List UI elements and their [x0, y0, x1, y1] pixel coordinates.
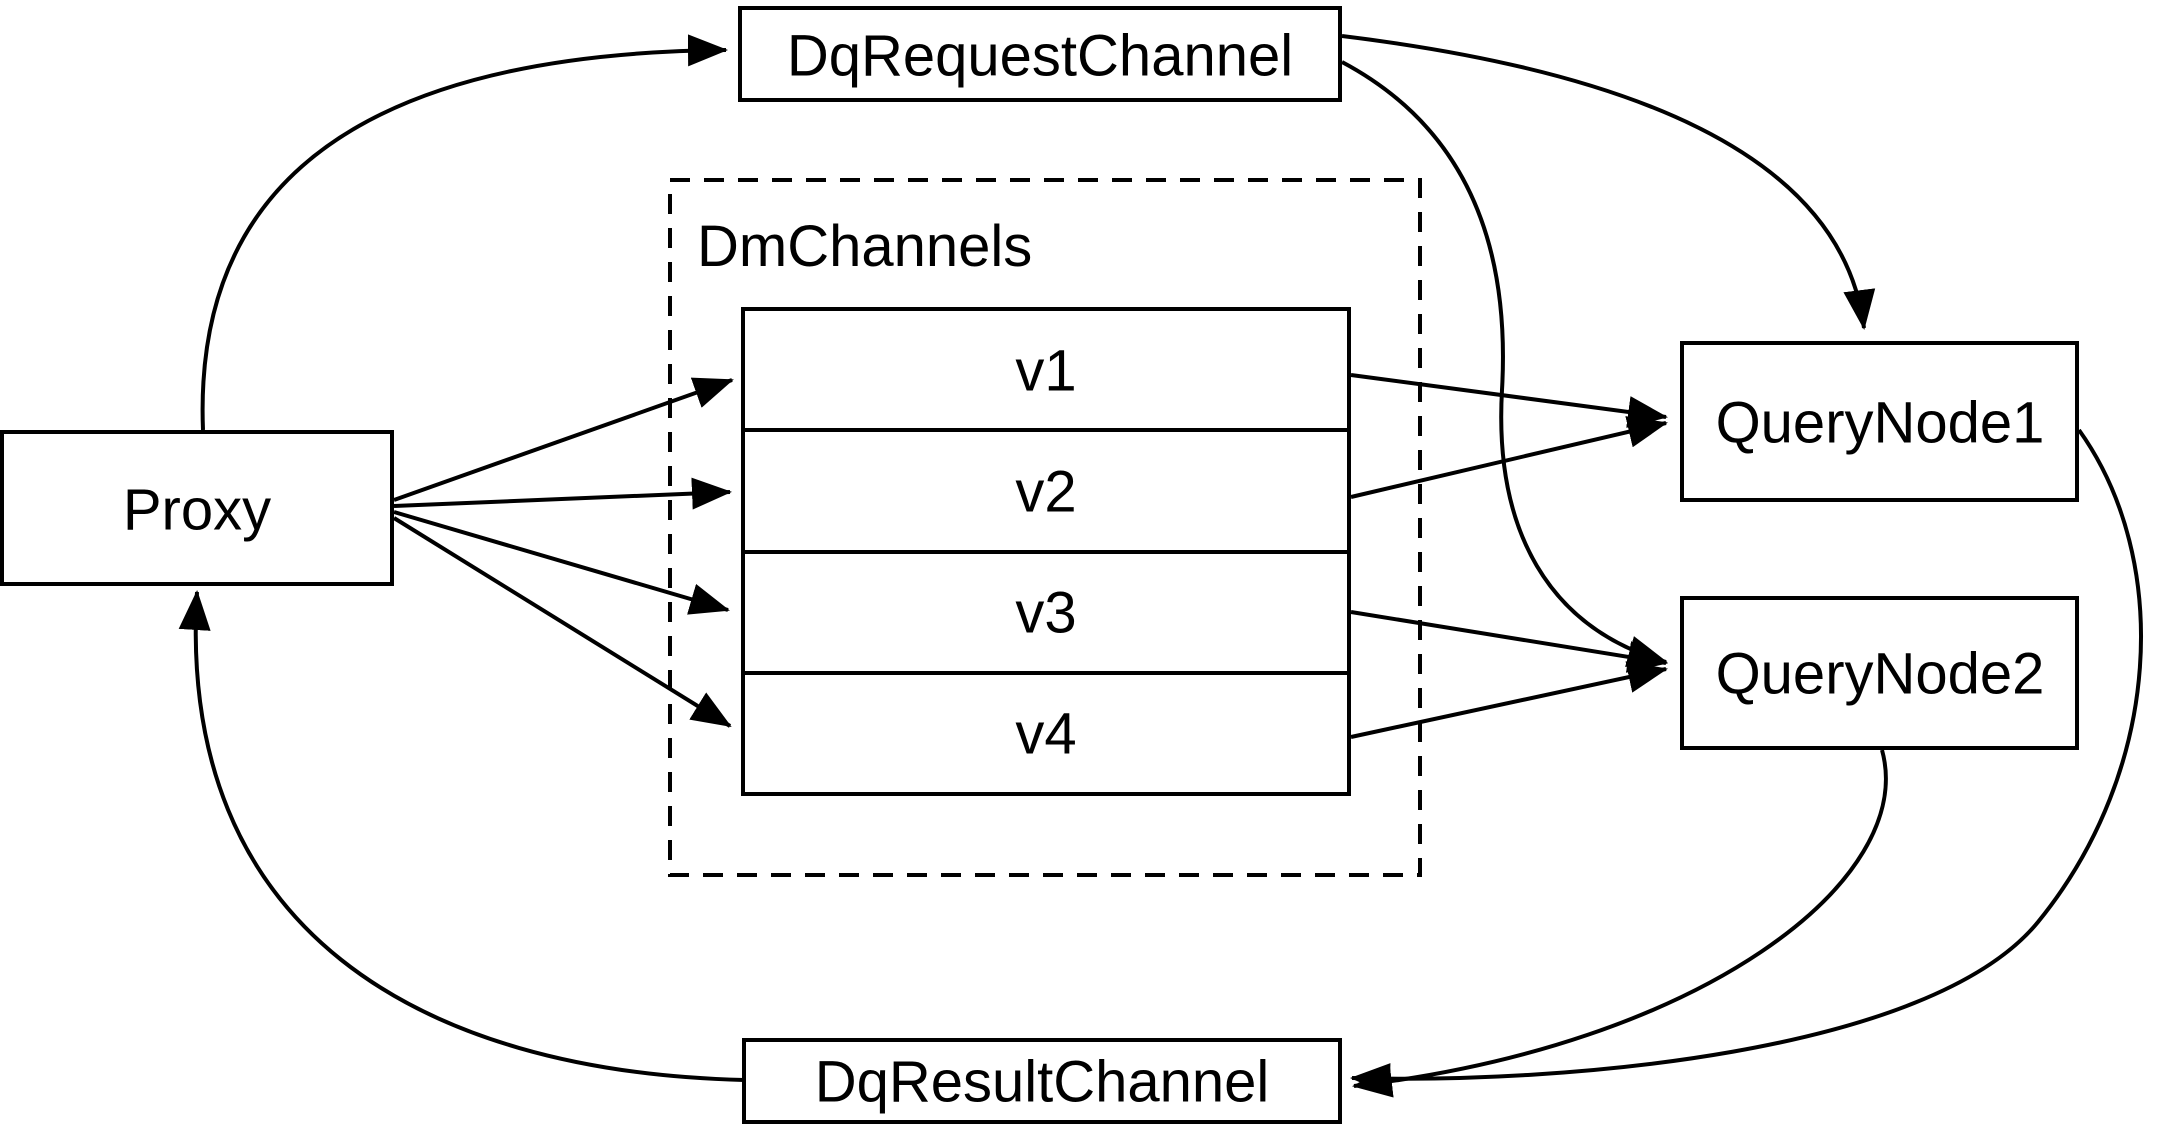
edge-proxy-to-v4	[392, 516, 732, 728]
channel-v4-label: v4	[1015, 702, 1076, 767]
edge-v3-to-querynode2	[1350, 610, 1668, 673]
node-proxy: Proxy	[0, 430, 394, 586]
node-dq-result-channel: DqResultChannel	[742, 1038, 1342, 1124]
channel-v3-label: v3	[1015, 581, 1076, 646]
channel-v1-label: v1	[1015, 339, 1076, 404]
edge-dqresultchannel-to-proxy	[178, 590, 745, 1082]
node-dq-request-channel: DqRequestChannel	[738, 6, 1342, 102]
node-query-node1: QueryNode1	[1680, 341, 2079, 502]
dq-request-channel-label: DqRequestChannel	[787, 24, 1293, 89]
proxy-box	[0, 430, 394, 586]
edge-dqrequestchannel-to-querynode2	[1341, 60, 1668, 667]
node-query-node2: QueryNode2	[1680, 596, 2079, 750]
channel-v2-label: v2	[1015, 460, 1076, 525]
query-node1-label: QueryNode1	[1716, 391, 2045, 456]
edge-proxy-to-v1	[393, 377, 734, 502]
edge-v4-to-querynode2	[1350, 661, 1668, 739]
edge-dqrequestchannel-to-querynode1	[1341, 34, 1876, 330]
dq-result-channel-label: DqResultChannel	[815, 1050, 1270, 1115]
dmchannels-group-box	[668, 178, 1422, 877]
query-node2-label: QueryNode2	[1716, 642, 2045, 707]
proxy-label: Proxy	[123, 478, 271, 543]
dmchannels-group-label: DmChannels	[697, 214, 1032, 279]
edge-querynode2-to-dqresultchannel	[1352, 749, 1888, 1098]
query-node1-box	[1680, 341, 2079, 502]
dq-result-channel-box	[742, 1038, 1342, 1124]
dq-request-channel-box	[738, 6, 1342, 102]
query-node2-box	[1680, 596, 2079, 750]
edge-v2-to-querynode1	[1350, 416, 1668, 499]
edge-proxy-to-v2	[393, 477, 732, 510]
edge-proxy-to-v3	[393, 510, 730, 615]
edge-proxy-to-dqrequestchannel	[200, 34, 728, 431]
edge-querynode1-to-dqresultchannel	[1350, 428, 2143, 1096]
edge-v1-to-querynode1	[1350, 373, 1668, 428]
